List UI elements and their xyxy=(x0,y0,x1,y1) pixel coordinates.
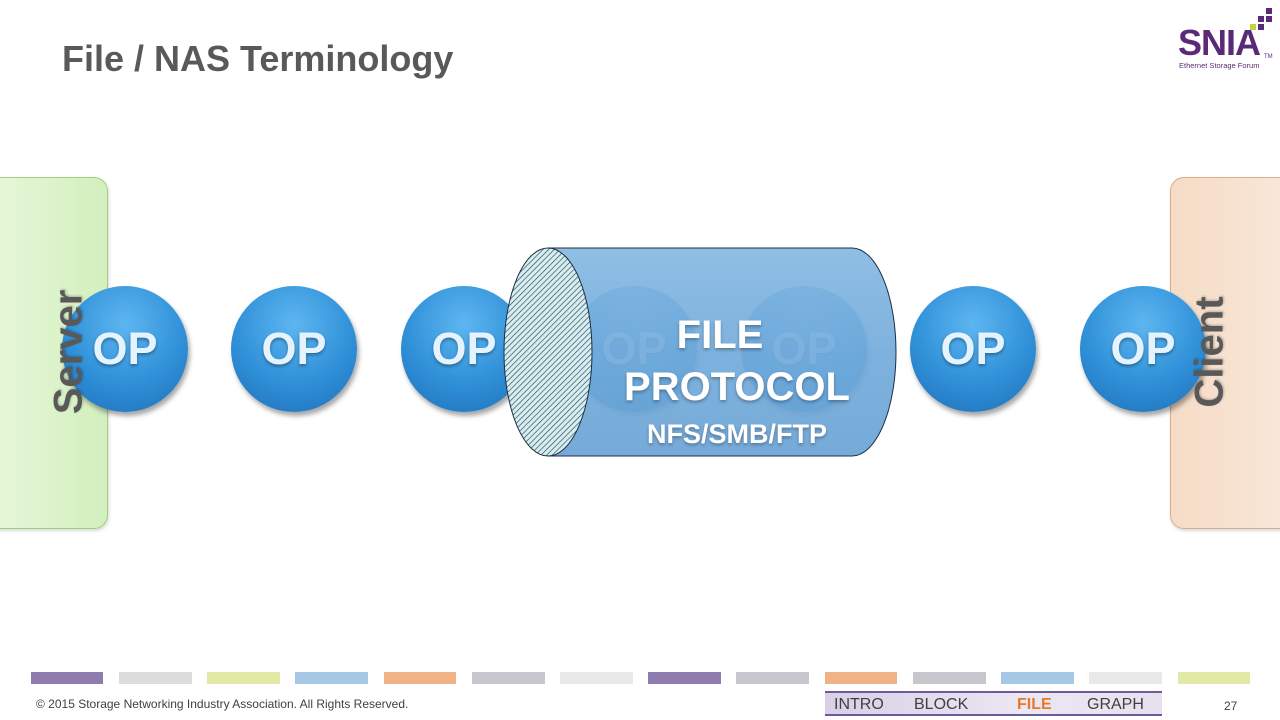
footer-bar-segment xyxy=(295,672,368,684)
protocol-title: FILE xyxy=(676,313,764,357)
nav-item-intro[interactable]: INTRO xyxy=(834,696,884,713)
logo-text: SNIA xyxy=(1178,22,1261,63)
protocol-examples: NFS/SMB/FTP xyxy=(647,419,827,449)
op-label: OP xyxy=(92,323,158,374)
page-number: 27 xyxy=(1224,699,1238,713)
footer-bar-segment xyxy=(1001,672,1074,684)
footer-bar-segment xyxy=(119,672,192,684)
footer-bar-segment xyxy=(736,672,809,684)
op-circle: OP xyxy=(62,286,188,412)
op-label: OP xyxy=(940,323,1006,374)
logo-trademark: TM xyxy=(1264,54,1273,60)
footer-bar-segment xyxy=(207,672,280,684)
op-circle: OP xyxy=(231,286,357,412)
snia-logo: SNIA TM Ethernet Storage Forum xyxy=(1172,4,1273,74)
footer-bar-segment xyxy=(560,672,633,684)
op-label: OP xyxy=(431,323,497,374)
pipe-body xyxy=(547,247,897,457)
op-circle: OP xyxy=(1080,286,1206,412)
client-label: Client xyxy=(1187,296,1232,408)
copyright-text: © 2015 Storage Networking Industry Assoc… xyxy=(36,697,409,711)
nav-item-graph[interactable]: GRAPH xyxy=(1087,696,1144,713)
footer-bar-segment xyxy=(1178,672,1250,684)
footer-bar-segment xyxy=(913,672,986,684)
footer-bar-segment xyxy=(825,672,897,684)
logo-square xyxy=(1266,8,1272,14)
footer-bar-segment xyxy=(472,672,545,684)
footer-bar-segment xyxy=(648,672,721,684)
footer-bar-segment xyxy=(31,672,103,684)
slide-title: File / NAS Terminology xyxy=(62,38,454,79)
op-label: OP xyxy=(1110,323,1176,374)
logo-square xyxy=(1258,24,1264,30)
server-label: Server xyxy=(46,289,91,415)
section-nav: INTRO BLOCK FILE GRAPH xyxy=(825,691,1162,716)
nav-item-file[interactable]: FILE xyxy=(1017,696,1052,713)
logo-square xyxy=(1266,16,1272,22)
logo-subtitle: Ethernet Storage Forum xyxy=(1179,61,1260,70)
logo-square xyxy=(1250,24,1256,30)
footer-bar-segment xyxy=(384,672,456,684)
op-label: OP xyxy=(261,323,327,374)
pipe-end-cap xyxy=(503,247,593,457)
protocol-subtitle: PROTOCOL xyxy=(624,365,850,409)
footer-bar-segment xyxy=(1089,672,1162,684)
logo-square xyxy=(1258,16,1264,22)
nav-item-block[interactable]: BLOCK xyxy=(914,696,969,713)
op-circle: OP xyxy=(910,286,1036,412)
